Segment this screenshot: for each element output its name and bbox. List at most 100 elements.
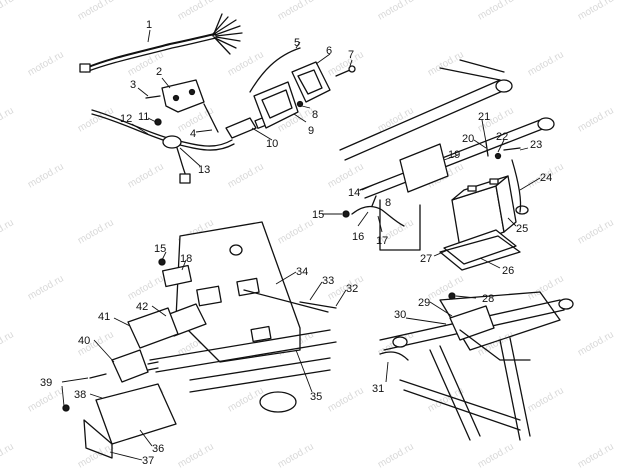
callout-13: 13 [198,164,210,176]
ground-bolt [342,210,350,218]
callout-16: 16 [352,231,364,243]
frame-tube [149,329,337,373]
battery-tray [439,235,521,271]
watermark-text: motod.ru [376,0,416,23]
callout-36: 36 [152,443,164,455]
watermark-text: motod.ru [526,49,566,78]
callout-17: 17 [376,235,388,247]
callout-33: 33 [322,275,334,287]
relay-screw-39 [89,373,107,379]
battery-terminal-pos [489,178,499,185]
watermark-text: motod.ru [76,0,116,23]
wire-harness-main-edge [85,37,217,73]
wire-ends [211,13,243,55]
callout-8: 8 [312,109,318,121]
watermark-text: motod.ru [276,0,316,23]
battery-pad [443,229,517,265]
battery-terminal-neg [467,185,477,192]
battery-strap-hook [515,205,529,215]
cable-end-32 [299,301,337,309]
chassis-tube-end-2 [558,298,574,310]
mounting-bracket [161,79,205,113]
starter-relay [111,349,149,383]
sub-harness [203,103,219,133]
watermark-text: motod.ru [276,441,316,468]
callout-39: 39 [40,377,52,389]
callout-labels: 1 2 3 4 5 6 7 8 9 10 11 12 13 14 15 16 1… [40,19,552,467]
watermark-text: motod.ru [476,0,516,23]
callout-32: 32 [346,283,358,295]
watermark-text: motod.ru [226,49,266,78]
callout-14: 14 [348,187,360,199]
frame-rail-mid [359,119,546,199]
wiring-harness-assembly [79,13,356,184]
watermark-text: motod.ru [0,441,16,468]
battery-strap [511,159,522,213]
watermark-text: motod.ru [476,329,516,358]
callout-12: 12 [120,113,132,125]
plate-cutout-1 [196,285,222,307]
plate-hole-top [229,244,243,256]
watermark-text: motod.ru [426,49,466,78]
watermark-text: motod.ru [576,0,616,23]
callout-21: 21 [478,111,490,123]
callout-25: 25 [516,223,528,235]
callout-40: 40 [78,335,90,347]
watermark-text: motod.ru [0,329,16,358]
callout-34: 34 [296,266,308,278]
chassis-harness [459,329,531,361]
chassis-module [449,305,495,341]
rear-plate-assembly [62,221,337,459]
watermark-text: motod.ru [476,441,516,468]
callout-29: 29 [418,297,430,309]
watermark-text: motod.ru [0,217,16,246]
relay-terminals [147,361,159,371]
watermark-text: motod.ru [26,385,66,414]
cable-end [503,147,521,151]
watermark-text: motod.ru [576,217,616,246]
callout-5: 5 [294,37,300,49]
watermark-text: motod.ru [26,49,66,78]
watermark-text: motod.ru [176,0,216,23]
relay-bracket [95,383,177,445]
screw-3 [145,95,161,99]
callout-20: 20 [462,133,474,145]
watermark-text: motod.ru [176,441,216,468]
watermark-text: motod.ru [226,161,266,190]
watermark-text: motod.ru [576,441,616,468]
callout-18: 18 [180,253,192,265]
watermark-text: motod.ru [76,441,116,468]
watermark-text: motod.ru [576,329,616,358]
lamp-wire [249,47,301,93]
callout-8b: 8 [385,197,391,209]
battery-box [399,143,449,193]
watermark-text: motod.ru [0,105,16,134]
cable-31 [379,351,409,361]
watermark-text: motod.ru [26,161,66,190]
callout-26: 26 [502,265,514,277]
callout-10: 10 [266,138,278,150]
watermark-text: motod.ru [126,273,166,302]
rectifier-module [127,307,179,349]
callout-27: 27 [420,253,432,265]
callout-6: 6 [326,45,332,57]
watermark-text: motod.ru [276,217,316,246]
lens-screw-head [348,65,356,73]
terminal-nut [494,152,502,160]
cable-tie [371,195,377,207]
watermark-text: motod.ru [576,105,616,134]
chassis-frame [379,291,574,441]
callout-35: 35 [310,391,322,403]
taillight-lens [291,61,331,103]
callout-2: 2 [156,66,162,78]
callout-41: 41 [98,311,110,323]
lens-screw [335,69,351,77]
ground-cable [351,205,405,227]
watermark-text: motod.ru [126,161,166,190]
chassis-leg-left [429,345,481,441]
relay-nut-39 [62,404,70,412]
watermark-text: motod.ru [376,441,416,468]
callout-28: 28 [482,293,494,305]
watermark-text: motod.ru [526,385,566,414]
battery-side [495,175,517,233]
